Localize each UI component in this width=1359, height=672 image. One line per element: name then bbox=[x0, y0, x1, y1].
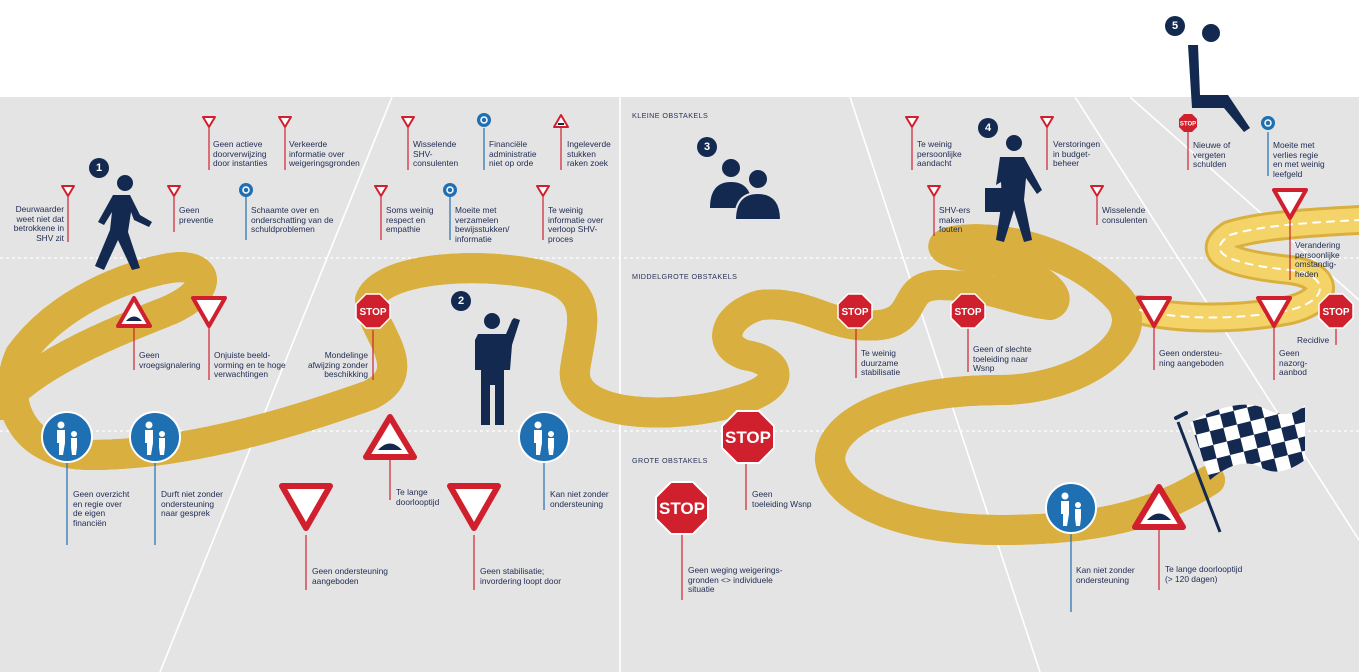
obstacle-label: Geen overzicht en regie over de eigen fi… bbox=[73, 489, 130, 528]
obstacle-label: Verkeerde informatie over weigeringsgron… bbox=[289, 139, 360, 169]
obstacle-label: Te weinig duurzame stabilisatie bbox=[861, 348, 901, 378]
obstacle-label: Financiële administratie niet op orde bbox=[489, 139, 537, 169]
walking-person-1 bbox=[95, 175, 152, 270]
obstacle-label: Te weinig persoonlijke aandacht bbox=[917, 139, 962, 169]
svg-text:STOP: STOP bbox=[1180, 122, 1196, 128]
group-icon-3 bbox=[710, 159, 783, 221]
step-number-2: 2 bbox=[451, 291, 471, 311]
svg-text:STOP: STOP bbox=[659, 499, 705, 518]
band-separators bbox=[0, 257, 1359, 432]
obstacle-label: Te lange doorlooptijd bbox=[396, 487, 440, 507]
obstacle-label: Verandering persoonlijke omstandig- hede… bbox=[1295, 240, 1341, 279]
obstacle-label: Kan niet zonder ondersteuning bbox=[550, 489, 609, 509]
obstacle-label: Geen nazorg- aanbod bbox=[1279, 348, 1308, 378]
svg-text:STOP: STOP bbox=[841, 307, 868, 318]
pedestrian-sign-icons bbox=[41, 411, 1097, 534]
band-label-large: GROTE OBSTAKELS bbox=[632, 456, 708, 465]
obstacle-label: Te weinig informatie over verloop SHV- p… bbox=[548, 205, 604, 244]
obstacle-label: Geen toeleiding Wsnp bbox=[752, 489, 812, 509]
waving-person-2 bbox=[475, 313, 520, 425]
band-label-medium: MIDDELGROTE OBSTAKELS bbox=[632, 272, 738, 281]
band-label-small: KLEINE OBSTAKELS bbox=[632, 111, 709, 120]
obstacle-label: Wisselende SHV- consulenten bbox=[413, 139, 459, 169]
svg-text:STOP: STOP bbox=[1322, 307, 1349, 318]
walking-businessman-4 bbox=[985, 135, 1042, 242]
obstacle-label: Geen preventie bbox=[179, 205, 214, 225]
obstacle-label: Nieuwe of vergeten schulden bbox=[1193, 140, 1231, 170]
obstacle-label: Geen of slechte toeleiding naar Wsnp bbox=[973, 344, 1032, 374]
obstacle-label: Schaamte over en onderschatting van de s… bbox=[251, 205, 334, 235]
obstacle-label: Geen ondersteuning aangeboden bbox=[312, 566, 388, 586]
obstacle-label: Te lange doorlooptijd (> 120 dagen) bbox=[1165, 564, 1243, 584]
small-stop-icon: STOP bbox=[1179, 114, 1197, 132]
step-number-5: 5 bbox=[1165, 16, 1185, 36]
seated-person-5 bbox=[1188, 24, 1250, 132]
obstacle-label: Soms weinig respect en empathie bbox=[386, 205, 434, 235]
medium-stop-icons: STOP STOP STOP STOP bbox=[355, 293, 1354, 329]
small-warning-icon bbox=[553, 114, 569, 128]
obstacle-label: Recidive bbox=[1297, 335, 1330, 345]
obstacle-label: Geen ondersteu- ning aangeboden bbox=[1159, 348, 1224, 368]
obstacle-label: Moeite met verlies regie en met weinig l… bbox=[1273, 140, 1325, 179]
obstacle-label: Mondelinge afwijzing zonder beschikking bbox=[307, 350, 368, 380]
roundabout-icons bbox=[239, 113, 1275, 197]
svg-text:STOP: STOP bbox=[725, 428, 771, 447]
large-stop-icons: STOP STOP bbox=[655, 410, 775, 535]
obstacle-label: SHV-ers maken fouten bbox=[939, 205, 971, 235]
svg-text:STOP: STOP bbox=[359, 307, 386, 318]
large-yield-icons bbox=[279, 483, 501, 531]
small-yield-icons bbox=[61, 116, 1104, 197]
medium-warning-icon bbox=[116, 296, 152, 328]
obstacle-label: Onjuiste beeld- vorming en te hoge verwa… bbox=[214, 350, 286, 380]
step-number-3: 3 bbox=[697, 137, 717, 157]
obstacle-label: Geen vroegsignalering bbox=[139, 350, 201, 370]
background-area bbox=[0, 97, 1359, 672]
obstacle-label: Geen actieve doorverwijzing door instant… bbox=[213, 139, 268, 169]
large-warning-icons bbox=[363, 414, 1186, 530]
obstacle-label: Ingeleverde stukken raken zoek bbox=[567, 139, 611, 169]
obstacle-label: Durft niet zonder ondersteuning naar ges… bbox=[161, 489, 223, 519]
step-number-1: 1 bbox=[89, 158, 109, 178]
obstacle-label: Wisselende consulenten bbox=[1102, 205, 1148, 225]
obstacle-label: Deurwaarder weet niet dat betrokkene in … bbox=[13, 204, 64, 243]
pointer-lines bbox=[66, 128, 1337, 612]
person-figures bbox=[95, 24, 1250, 425]
svg-text:STOP: STOP bbox=[954, 307, 981, 318]
obstacle-label: Moeite met verzamelen bewijsstukken/ inf… bbox=[455, 205, 510, 244]
obstacle-label: Verstoringen in budget- beheer bbox=[1053, 139, 1101, 169]
medium-yield-icons bbox=[191, 188, 1308, 328]
obstacle-label: Kan niet zonder ondersteuning bbox=[1076, 565, 1135, 585]
obstacle-label: Geen weging weigerings- gronden <> indiv… bbox=[688, 565, 783, 595]
step-number-4: 4 bbox=[978, 118, 998, 138]
obstacle-label: Geen stabilisatie; invordering loopt doo… bbox=[480, 566, 562, 586]
